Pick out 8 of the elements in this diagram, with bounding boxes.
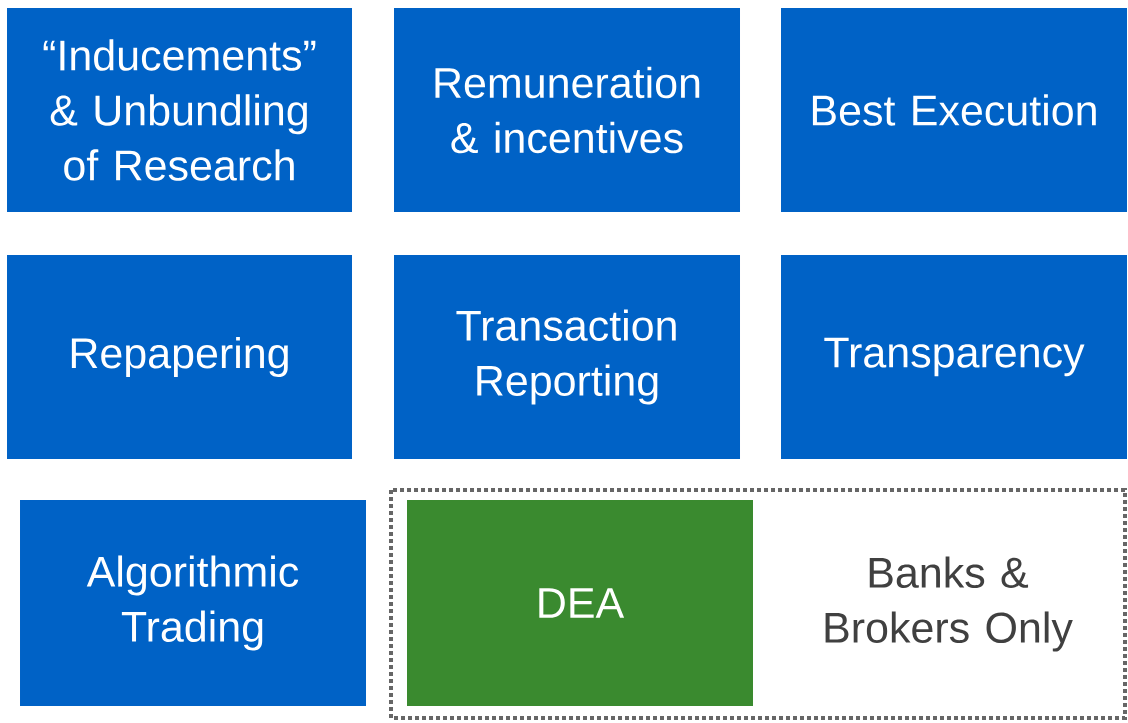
topic-box: DEA — [407, 500, 753, 706]
topic-box: Algorithmic Trading — [20, 500, 366, 706]
topic-box: Transaction Reporting — [394, 255, 740, 459]
topic-box: “Inducements” & Unbundling of Research — [7, 8, 352, 212]
topic-box: Repapering — [7, 255, 352, 459]
topic-box: Best Execution — [781, 8, 1127, 212]
topic-box: Transparency — [781, 255, 1127, 459]
topic-box: Remuneration & incentives — [394, 8, 740, 212]
